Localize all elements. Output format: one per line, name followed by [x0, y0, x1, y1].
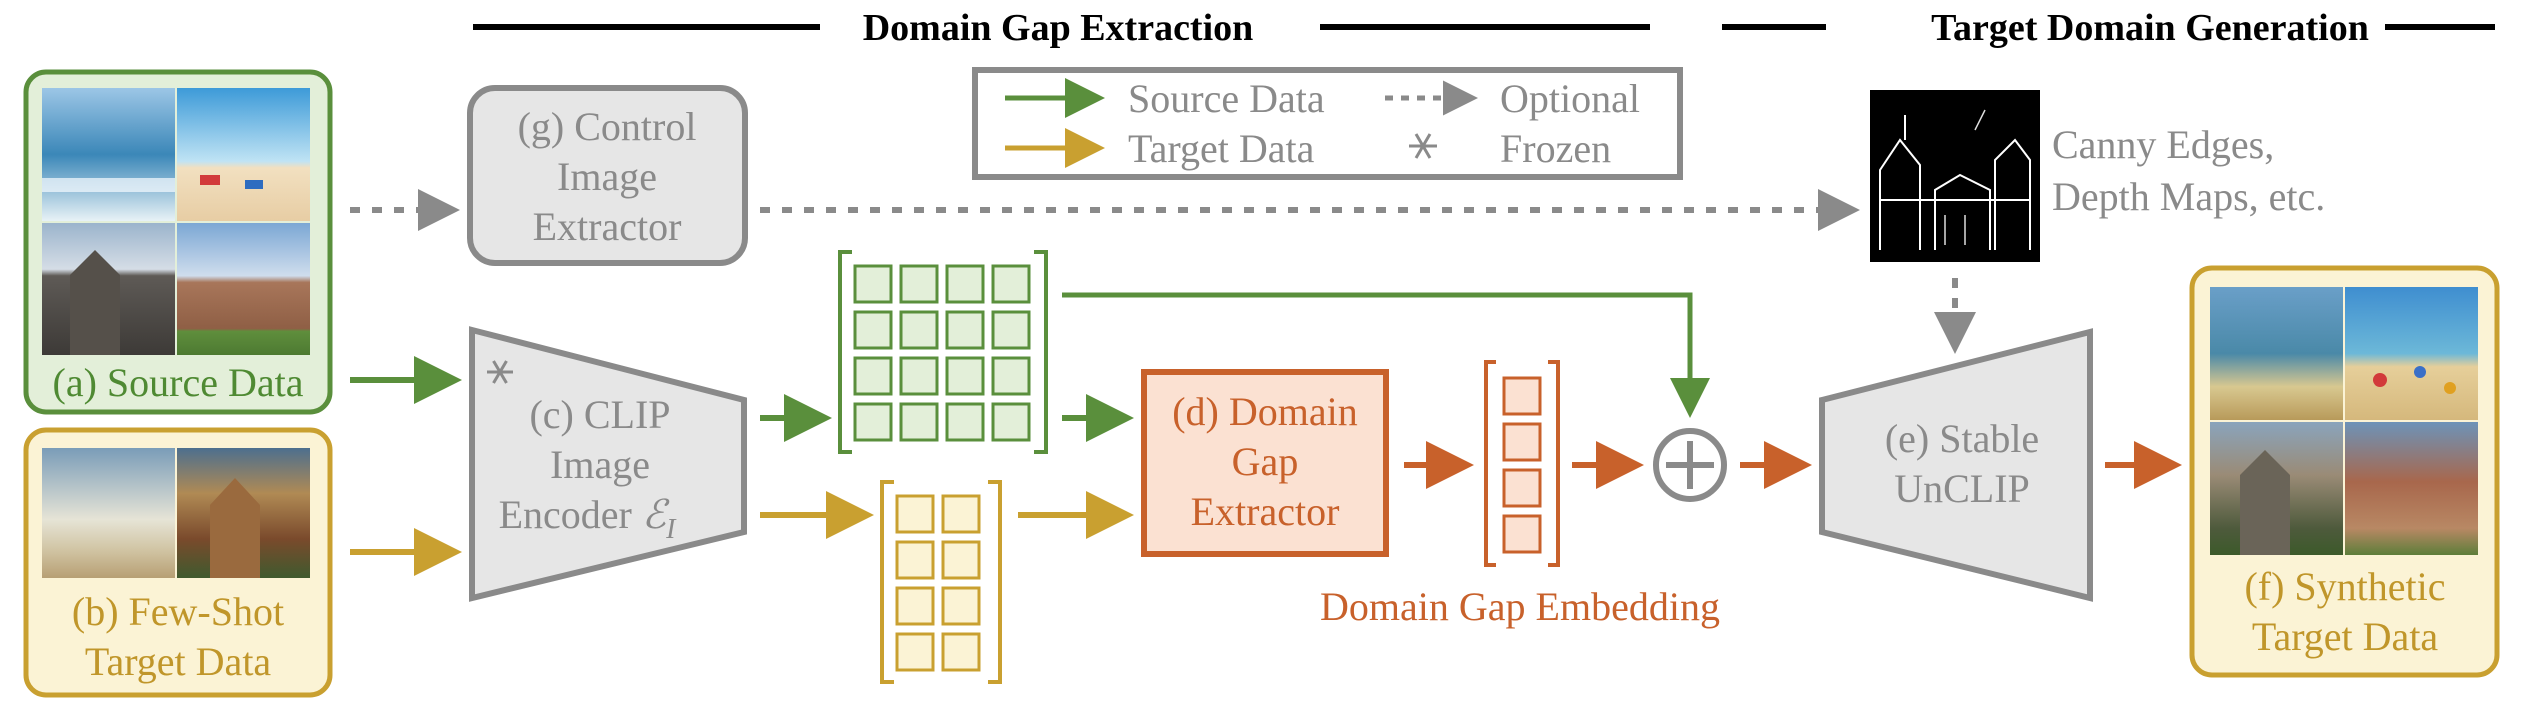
- arrow-source-grid-to-sum: [1062, 292, 1710, 418]
- synthetic-image-manor: [2345, 422, 2478, 555]
- fewshot-label-line2: Target Data: [85, 639, 272, 684]
- header-target-domain-generation: Target Domain Generation: [1931, 7, 2369, 49]
- fewshot-image-beach-painting: [42, 448, 175, 578]
- legend-target-label: Target Data: [1128, 126, 1315, 171]
- embedding-cell: [1502, 376, 1542, 416]
- synthetic-image-beach: [2345, 287, 2478, 420]
- source-feature-cell: [991, 310, 1031, 350]
- source-feature-cell: [899, 356, 939, 396]
- target-feature-grid: [880, 480, 1002, 684]
- clip-label-line3: Encoder ℰI: [499, 492, 677, 545]
- control-label-line2: Image: [557, 154, 657, 199]
- fewshot-target-box: (b) Few-Shot Target Data: [23, 427, 333, 698]
- source-feature-cell: [899, 402, 939, 442]
- control-label-line1: (g) Control: [518, 104, 697, 149]
- embedding-cell: [1502, 468, 1542, 508]
- synthetic-label-line2: Target Data: [2252, 614, 2439, 659]
- legend-frozen-label: Frozen: [1500, 126, 1611, 171]
- snowflake-icon: [487, 360, 513, 384]
- source-feature-cell: [991, 402, 1031, 442]
- source-image-coast: [42, 88, 175, 221]
- snowflake-icon: [1409, 133, 1437, 159]
- target-feature-cell: [895, 632, 935, 672]
- legend: Source Data Optional Target Data Frozen: [972, 67, 1683, 180]
- source-feature-cell: [945, 264, 985, 304]
- header-domain-gap-extraction: Domain Gap Extraction: [863, 7, 1254, 49]
- source-feature-grid: [838, 250, 1048, 454]
- unclip-label-line1: (e) Stable: [1885, 416, 2039, 461]
- dge-label-line2: Gap: [1232, 439, 1299, 484]
- source-feature-cell: [853, 310, 893, 350]
- synthetic-image-coast: [2210, 287, 2343, 420]
- legend-source-label: Source Data: [1128, 76, 1325, 121]
- target-feature-cell: [895, 540, 935, 580]
- target-feature-cell: [941, 632, 981, 672]
- control-image-extractor: (g) Control Image Extractor: [467, 85, 748, 266]
- target-feature-cell: [941, 540, 981, 580]
- target-feature-cell: [895, 586, 935, 626]
- source-image-beach: [177, 88, 310, 221]
- dge-label-line3: Extractor: [1191, 489, 1340, 534]
- embedding-label: Domain Gap Embedding: [1320, 584, 1720, 629]
- source-feature-cell: [853, 402, 893, 442]
- source-feature-cell: [853, 264, 893, 304]
- synthetic-target-box: (f) Synthetic Target Data: [2189, 265, 2500, 678]
- target-feature-cell: [941, 586, 981, 626]
- source-feature-cell: [991, 356, 1031, 396]
- clip-image-encoder: (c) CLIP Image Encoder ℰI: [469, 326, 747, 602]
- clip-label-line2: Image: [550, 442, 650, 487]
- synthetic-label-line1: (f) Synthetic: [2244, 564, 2445, 609]
- control-label-line3: Extractor: [533, 204, 682, 249]
- source-feature-cell: [991, 264, 1031, 304]
- embedding-cell: [1502, 422, 1542, 462]
- canny-label-line2: Depth Maps, etc.: [2052, 174, 2325, 219]
- stable-unclip: (e) Stable UnCLIP: [1819, 328, 2093, 602]
- domain-gap-extractor: (d) Domain Gap Extractor: [1141, 369, 1389, 557]
- source-feature-cell: [945, 310, 985, 350]
- source-feature-cell: [899, 310, 939, 350]
- target-feature-cell: [941, 494, 981, 534]
- source-data-box: (a) Source Data: [23, 69, 333, 415]
- unclip-label-line2: UnCLIP: [1894, 466, 2030, 511]
- embedding-cell: [1502, 514, 1542, 554]
- clip-label-line1: (c) CLIP: [529, 392, 670, 437]
- legend-optional-label: Optional: [1500, 76, 1640, 121]
- domain-gap-embedding: [1484, 360, 1560, 567]
- circle-plus-icon: [1653, 428, 1727, 502]
- source-feature-cell: [853, 356, 893, 396]
- target-feature-cell: [895, 494, 935, 534]
- source-feature-cell: [945, 402, 985, 442]
- canny-edge-image: [1870, 90, 2040, 262]
- source-feature-cell: [945, 356, 985, 396]
- canny-label-line1: Canny Edges,: [2052, 122, 2274, 167]
- source-image-manor: [177, 223, 310, 355]
- fewshot-label-line1: (b) Few-Shot: [72, 589, 284, 634]
- source-feature-cell: [899, 264, 939, 304]
- source-data-label: (a) Source Data: [53, 360, 304, 405]
- dge-label-line1: (d) Domain: [1172, 389, 1358, 434]
